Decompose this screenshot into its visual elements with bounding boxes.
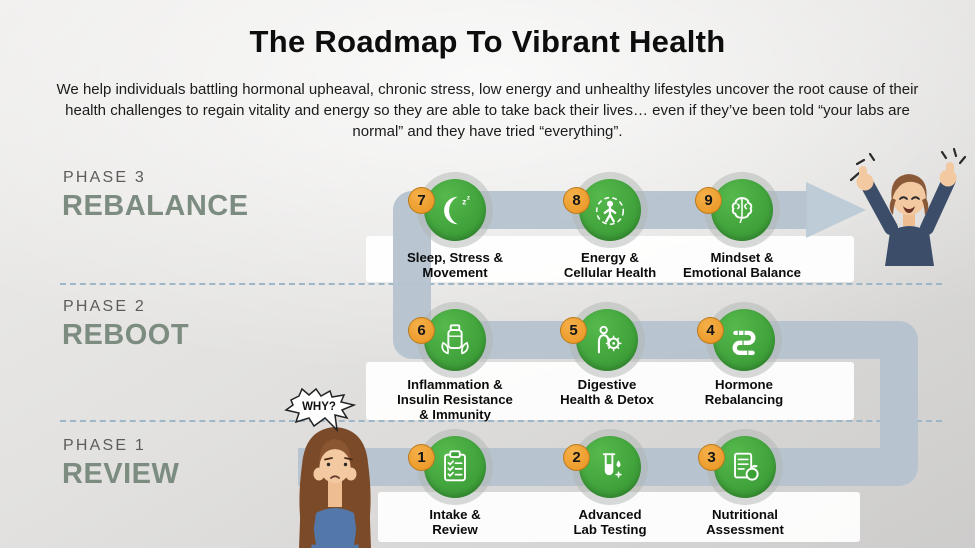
clipboard-checklist-icon <box>444 450 466 482</box>
step-label: Advanced Lab Testing <box>573 507 647 538</box>
brain-icon <box>731 197 753 224</box>
step-1: 1 Intake & Review <box>408 429 493 537</box>
phase-divider <box>60 283 942 285</box>
step-label: Sleep, Stress & Movement <box>406 250 504 281</box>
step-3: 3 Nutritional Assessment <box>698 429 784 537</box>
nutrition-report-apple-icon <box>734 452 759 481</box>
step-number-badge: 7 <box>408 187 435 214</box>
step-circle: 1 <box>408 429 493 505</box>
svg-text:z: z <box>467 195 470 202</box>
step-circle: 6 <box>408 302 493 378</box>
celebrating-woman-illustration <box>849 147 967 266</box>
step-number-badge: 2 <box>563 444 590 471</box>
step-6: 6 Inflammation & Insulin Resistance & Im… <box>397 302 513 422</box>
page-title: The Roadmap To Vibrant Health <box>249 24 726 59</box>
step-number-badge: 8 <box>563 187 590 214</box>
step-circle: 3 <box>698 429 783 505</box>
gut-intestine-icon <box>732 330 756 356</box>
why-speech-bubble: WHY? <box>284 387 356 433</box>
phase1-name: REVIEW <box>62 458 180 490</box>
step-label: Mindset & Emotional Balance <box>683 250 801 281</box>
step-number-badge: 5 <box>560 317 587 344</box>
step-number-badge: 1 <box>408 444 435 471</box>
step-number-badge: 3 <box>698 444 725 471</box>
step-circle: z z 7 <box>408 172 493 248</box>
phase3-name: REBALANCE <box>62 190 249 222</box>
phase2-name: REBOOT <box>62 319 190 351</box>
step-circle: 8 <box>563 172 648 248</box>
phase3-label: PHASE 3 <box>63 169 146 186</box>
step-9: 9 Mindset & Emotional Balance <box>683 172 801 280</box>
step-number-badge: 4 <box>697 317 724 344</box>
step-8: 8 Energy & Cellular Health <box>563 172 656 280</box>
step-4: 4 Hormone Rebalancing <box>697 302 783 407</box>
step-circle: 4 <box>697 302 782 378</box>
moon-sleep-icon: z z <box>444 195 470 225</box>
why-bubble-text: WHY? <box>302 401 336 413</box>
step-label: Nutritional Assessment <box>706 507 784 538</box>
step-number-badge: 9 <box>695 187 722 214</box>
phase1-label: PHASE 1 <box>63 437 146 454</box>
step-label: Intake & Review <box>429 507 481 538</box>
body-microbe-icon <box>597 325 622 354</box>
svg-text:z: z <box>462 196 466 206</box>
step-circle: 9 <box>695 172 780 248</box>
step-number-badge: 6 <box>408 317 435 344</box>
step-7: z z 7 Sleep, Stress & Movement <box>407 172 503 280</box>
step-circle: 2 <box>563 429 648 505</box>
page-subtitle: We help individuals battling hormonal up… <box>56 81 919 140</box>
lab-test-tube-icon <box>602 453 622 478</box>
step-label: Hormone Rebalancing <box>704 377 784 408</box>
step-circle: 5 <box>560 302 645 378</box>
body-energy-icon <box>595 196 625 226</box>
worried-woman-illustration <box>299 427 371 548</box>
supplement-bottle-leaves-icon <box>441 324 469 355</box>
step-5: 5 Digestive Health & Detox <box>560 302 654 407</box>
phase2-label: PHASE 2 <box>63 298 146 315</box>
step-2: 2 Advanced Lab Testing <box>563 429 648 537</box>
